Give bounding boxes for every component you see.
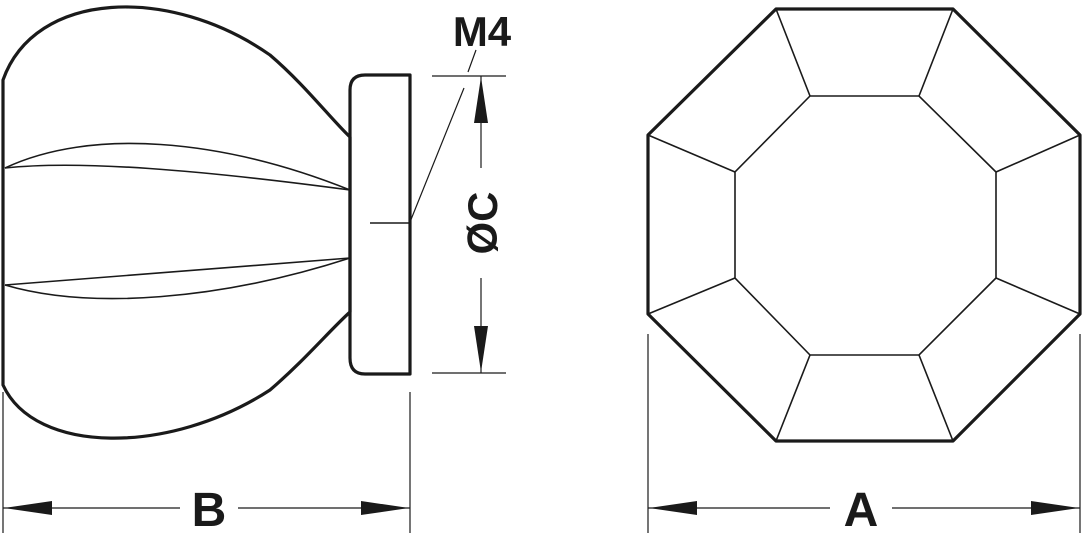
diameter-arrow-top [474,77,488,123]
width-label: A [844,484,879,533]
depth-arrow-right [361,501,409,515]
diameter-label: ØC [459,192,506,255]
facet-edge-4 [995,277,1081,315]
facet-line-upper-1 [4,142,351,191]
base-plate [348,73,412,376]
knob-outline [1,5,352,440]
facet-edge-8 [647,134,736,173]
depth-dimension: B [2,392,411,533]
thread-leader-tick [467,49,477,73]
facet-edge-6 [775,354,811,442]
width-arrow-left [649,501,697,515]
thread-label: M4 [453,8,512,55]
facet-line-lower-1 [4,257,351,300]
diameter-arrow-bottom [474,326,488,372]
side-view [1,5,477,440]
octagon-facet-edges [647,8,1081,442]
width-arrow-right [1031,501,1079,515]
facet-line-upper-2 [4,164,351,191]
depth-arrow-left [4,501,52,515]
diameter-dimension: ØC [432,75,506,374]
facet-edge-5 [918,354,954,442]
width-dimension: A [647,334,1081,533]
facet-line-lower-2 [4,257,351,286]
thread-leader-line [409,87,465,223]
facet-edge-3 [995,134,1081,173]
front-view [646,7,1082,443]
facet-edge-7 [647,277,736,315]
depth-label: B [192,484,227,533]
facet-edge-1 [775,8,811,97]
facet-edge-2 [918,8,954,97]
octagon-outer [646,7,1082,443]
octagon-inner [734,95,997,356]
